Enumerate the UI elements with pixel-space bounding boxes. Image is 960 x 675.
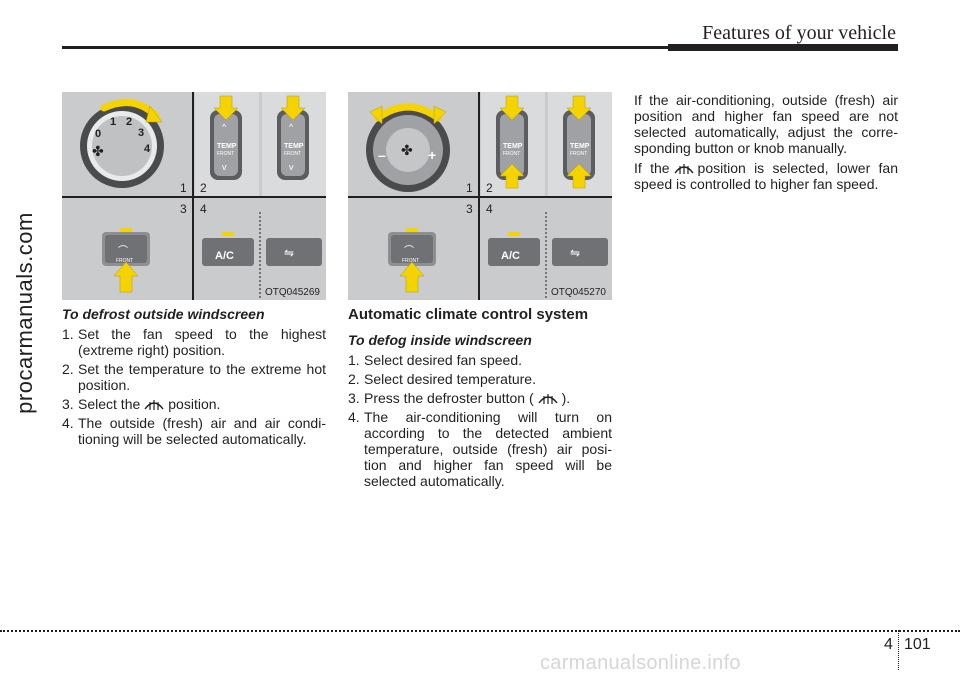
fan-dial: 0 1 2 3 4 ✤	[80, 104, 164, 188]
automatic-climate-section: Automatic climate control system To defo…	[348, 306, 612, 492]
svg-text:TEMP: TEMP	[503, 143, 523, 150]
svg-text:FRONT: FRONT	[217, 151, 234, 157]
front-defrost-button: ⌒ FRONT	[102, 228, 150, 266]
footer-separator	[898, 630, 899, 670]
figure-code: OTQ045269	[262, 287, 322, 298]
svg-text:^: ^	[289, 122, 294, 132]
list-item: 4.The air-conditioning will turn on acco…	[348, 409, 612, 489]
control-panel-illustration-2: – + ✤ TEMP FRONT TEMP FRONT 1 2 3 4	[348, 92, 612, 300]
ac-button: A/C	[202, 232, 254, 266]
side-watermark: procarmanuals.com	[12, 212, 37, 414]
section-header-title: Features of your vehicle	[702, 22, 896, 44]
header-rule	[62, 46, 898, 49]
section-subheading: To defrost outside windscreen	[62, 306, 265, 322]
svg-text:FRONT: FRONT	[503, 151, 520, 157]
svg-text:–: –	[378, 147, 386, 163]
list-item: 4.The outside (fresh) air and air condi-…	[62, 415, 326, 447]
down-arrow-icon	[213, 95, 239, 121]
temp-button-left: TEMP FRONT	[496, 110, 528, 180]
section-title: Automatic climate control system	[348, 306, 589, 323]
figure-defrost-outside: 0 1 2 3 4 ✤ TEMP FRONT ^ v TEMP FRONT ^ …	[62, 92, 326, 300]
down-arrow-icon	[566, 95, 592, 121]
svg-text:✤: ✤	[401, 142, 413, 158]
defrost-icon	[673, 164, 694, 174]
svg-text:3: 3	[180, 202, 187, 216]
svg-text:A/C: A/C	[501, 250, 520, 262]
svg-text:v: v	[289, 162, 294, 172]
svg-text:TEMP: TEMP	[217, 143, 237, 150]
down-arrow-icon	[280, 95, 306, 121]
svg-text:⇋: ⇋	[570, 246, 580, 260]
svg-text:TEMP: TEMP	[570, 143, 590, 150]
temp-button-right: TEMP FRONT ^ v	[277, 110, 309, 180]
svg-text:4: 4	[200, 202, 207, 216]
recirculation-button: ⇋	[552, 238, 608, 266]
bottom-watermark: carmanualsonline.info	[540, 652, 741, 674]
front-defrost-button: ⌒ FRONT	[388, 228, 436, 266]
svg-text:v: v	[222, 162, 227, 172]
paragraph: If the air-conditioning, outside (fresh)…	[634, 92, 898, 156]
svg-text:4: 4	[486, 202, 493, 216]
chapter-number: 4	[884, 636, 893, 653]
up-arrow-icon	[499, 163, 525, 189]
svg-text:TEMP: TEMP	[284, 143, 304, 150]
rotate-arrow-icon	[374, 103, 442, 122]
ac-button: A/C	[488, 232, 540, 266]
svg-text:⌒: ⌒	[404, 245, 414, 257]
list-item: 1.Select desired fan speed.	[348, 352, 522, 368]
svg-text:FRONT: FRONT	[284, 151, 301, 157]
up-arrow-icon	[566, 163, 592, 189]
svg-text:FRONT: FRONT	[570, 151, 587, 157]
header-tab	[668, 44, 898, 51]
manual-adjust-section: If the air-conditioning, outside (fresh)…	[634, 92, 898, 196]
section-subheading: To defog inside windscreen	[348, 332, 532, 348]
list-item: 3. Press the defroster button ().	[348, 390, 571, 406]
figure-code: OTQ045270	[548, 287, 608, 298]
svg-text:2: 2	[126, 116, 132, 128]
svg-text:3: 3	[466, 202, 473, 216]
defrost-icon	[538, 394, 558, 404]
up-arrow-icon	[113, 261, 139, 293]
down-arrow-icon	[499, 95, 525, 121]
svg-text:⌒: ⌒	[118, 245, 128, 257]
svg-text:✤: ✤	[92, 143, 104, 159]
svg-text:^: ^	[222, 122, 227, 132]
page-number: 101	[904, 636, 931, 653]
svg-text:2: 2	[486, 181, 493, 195]
svg-text:⇋: ⇋	[284, 246, 294, 260]
svg-text:0: 0	[95, 128, 101, 140]
svg-text:2: 2	[200, 181, 207, 195]
svg-text:A/C: A/C	[215, 250, 234, 262]
svg-text:3: 3	[138, 127, 144, 139]
list-item: 2.Select desired temperature.	[348, 371, 536, 387]
footer-rule	[0, 630, 960, 632]
defrost-outside-section: To defrost outside windscreen 1.Set the …	[62, 306, 326, 450]
figure-automatic-climate: – + ✤ TEMP FRONT TEMP FRONT 1 2 3 4	[348, 92, 612, 300]
svg-text:1: 1	[180, 181, 187, 195]
list-item: 2.Set the temperature to the extreme hot…	[62, 361, 326, 393]
temp-button-right: TEMP FRONT	[563, 110, 595, 180]
fan-dial: – + ✤	[366, 108, 450, 192]
svg-text:1: 1	[110, 116, 116, 128]
temp-button-left: TEMP FRONT ^ v	[210, 110, 242, 180]
up-arrow-icon	[399, 261, 425, 293]
defrost-icon	[144, 400, 164, 410]
svg-text:4: 4	[144, 143, 151, 155]
list-item: 1.Set the fan speed to the highest (extr…	[62, 326, 326, 358]
svg-text:FRONT: FRONT	[402, 258, 419, 264]
svg-text:+: +	[428, 147, 436, 163]
recirculation-button: ⇋	[266, 238, 322, 266]
control-panel-illustration-1: 0 1 2 3 4 ✤ TEMP FRONT ^ v TEMP FRONT ^ …	[62, 92, 326, 300]
svg-text:1: 1	[466, 181, 473, 195]
svg-text:FRONT: FRONT	[116, 258, 133, 264]
